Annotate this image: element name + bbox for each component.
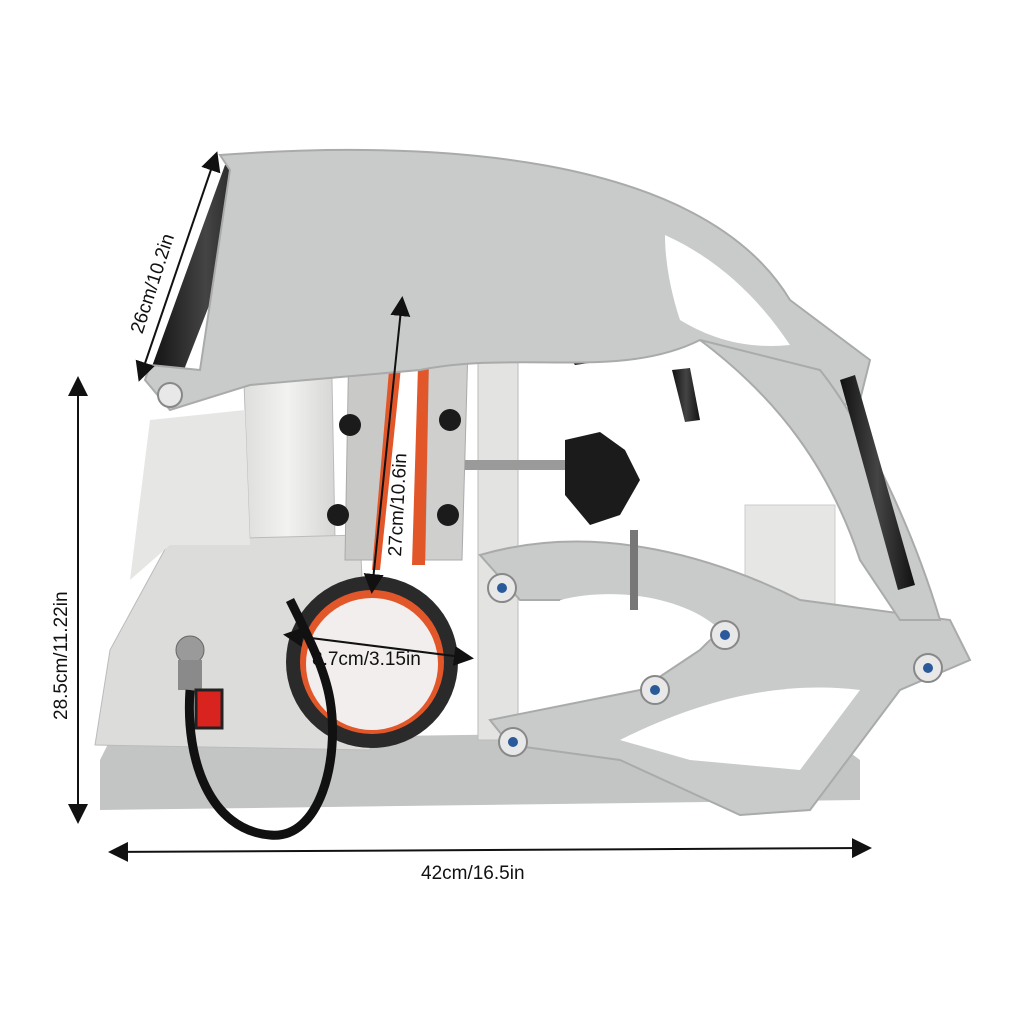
lower-linkage-arm — [478, 540, 972, 817]
thread-rod-bottom — [465, 460, 575, 470]
length-dimension-arrow — [108, 838, 872, 862]
power-switch — [194, 688, 224, 730]
pressure-knob-bottom — [565, 432, 640, 525]
handle-dimension-arrow — [135, 151, 221, 382]
diameter-label: 8.7cm/3.15in — [312, 649, 421, 670]
cross-rod-mid — [672, 368, 700, 422]
length-label: 42cm/16.5in — [421, 863, 525, 884]
heater-length-label: 27cm/10.6in — [385, 452, 412, 558]
linkage-cutout — [560, 594, 720, 673]
cross-rod-rear — [840, 375, 915, 590]
linkage-cutout-lower — [620, 687, 860, 770]
control-box-side — [130, 410, 250, 580]
power-connector — [175, 635, 205, 665]
arm-cutout — [665, 235, 790, 346]
diameter-dimension-arrow — [283, 627, 474, 666]
pivot-bolt-centers — [497, 583, 933, 747]
heater-length-dimension-arrow — [363, 296, 411, 594]
connector-body — [178, 660, 202, 690]
height-label: 28.5cm/11.22in — [51, 591, 72, 720]
thin-rod — [630, 530, 638, 610]
